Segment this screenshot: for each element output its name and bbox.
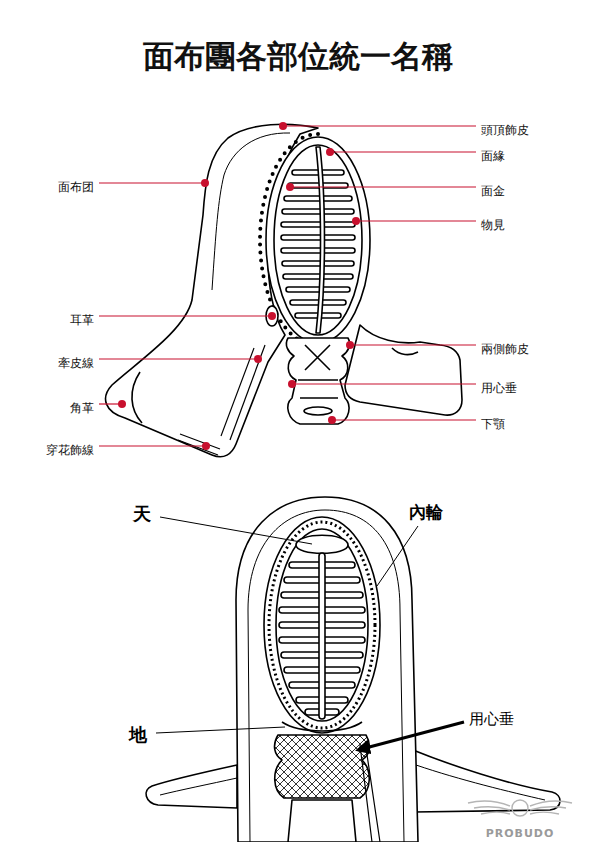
corner-leather-line [132, 372, 142, 423]
rim-stitching [269, 522, 375, 728]
top-men [106, 124, 462, 456]
flap-line [160, 778, 237, 795]
cord [360, 745, 380, 842]
flap-fold [392, 348, 418, 355]
right-flap [345, 325, 462, 415]
red-leaders [99, 126, 476, 446]
leader-dot [328, 416, 336, 424]
hood-inner-line [248, 510, 404, 842]
leader-line [290, 186, 476, 187]
grill-bar [282, 209, 354, 214]
leader-line [332, 419, 476, 420]
red-dots [118, 122, 360, 450]
leader-line [377, 526, 418, 586]
leader-dot [254, 355, 262, 363]
chin-piece [304, 407, 332, 415]
leader-dot [118, 400, 126, 408]
watermark: PROBUDO [485, 827, 556, 840]
leader-line [99, 182, 205, 183]
grill-bar [286, 287, 350, 292]
leader-dot [268, 312, 276, 320]
grill-bar [283, 274, 353, 279]
grill-bar [281, 248, 355, 253]
leader-line [330, 151, 476, 152]
throat-guard [286, 338, 349, 424]
part-label: 面緣 [480, 149, 506, 163]
left-flap [146, 765, 237, 808]
leader-line [160, 517, 312, 544]
part-label: 用心垂 [480, 381, 518, 395]
throat-cross [305, 345, 330, 370]
part-label: 地 [128, 724, 148, 746]
logo-wing [530, 801, 572, 814]
bottom-cushion [282, 722, 362, 731]
callout-arrow [358, 722, 464, 750]
part-label: 穿花飾線 [45, 443, 95, 457]
leader-line [99, 315, 272, 316]
logo-wing [468, 801, 510, 814]
grill-bar [281, 222, 355, 227]
flap-line [416, 765, 545, 800]
leader-dot [201, 179, 209, 187]
part-label: 面布团 [57, 180, 95, 194]
leader-dot [346, 341, 354, 349]
watermark-logo [468, 800, 572, 816]
part-label: 牽皮線 [57, 356, 95, 370]
part-label: 耳革 [69, 313, 95, 327]
logo-circle [512, 800, 528, 816]
leader-line [350, 344, 476, 345]
decor-band [178, 434, 220, 455]
lacing-line [221, 348, 254, 436]
face-rim [266, 137, 370, 343]
part-label: 下顎 [480, 417, 506, 431]
part-label: 天 [132, 503, 152, 525]
center-bar [319, 553, 325, 719]
part-label: 角革 [69, 401, 95, 415]
leader-line [283, 125, 476, 126]
hood-arch [236, 497, 418, 842]
leader-dot [286, 183, 294, 191]
part-label: 用心垂 [468, 710, 515, 728]
leader-line [99, 445, 206, 446]
grill-bar [284, 196, 352, 201]
part-label: 面金 [480, 184, 506, 198]
grill-bar [282, 261, 354, 266]
throat-guard [275, 735, 370, 798]
face-opening [276, 529, 368, 721]
throat-band [298, 380, 338, 398]
neck-piece [288, 800, 356, 842]
face-opening [274, 145, 362, 335]
leader-dot [202, 442, 210, 450]
leader-line [356, 220, 476, 221]
leader-dot [352, 217, 360, 225]
leader-dot [326, 148, 334, 156]
center-bar [316, 147, 325, 333]
part-label: 物見 [480, 218, 506, 232]
part-label: 內輪 [408, 502, 444, 522]
bottom-men [146, 497, 560, 842]
black-leaders [156, 517, 464, 750]
grill-bar [281, 235, 355, 240]
leader-line [99, 358, 258, 359]
part-label: 兩側飾皮 [480, 342, 530, 356]
top-cushion [296, 535, 348, 553]
part-label: 頭頂飾皮 [480, 123, 530, 137]
title: 面布團各部位統一名稱 [142, 38, 454, 75]
inner-rim [264, 517, 380, 733]
leader-line [156, 727, 285, 733]
leader-line [292, 383, 476, 384]
leader-dot [279, 122, 287, 130]
leader-dot [288, 380, 296, 388]
